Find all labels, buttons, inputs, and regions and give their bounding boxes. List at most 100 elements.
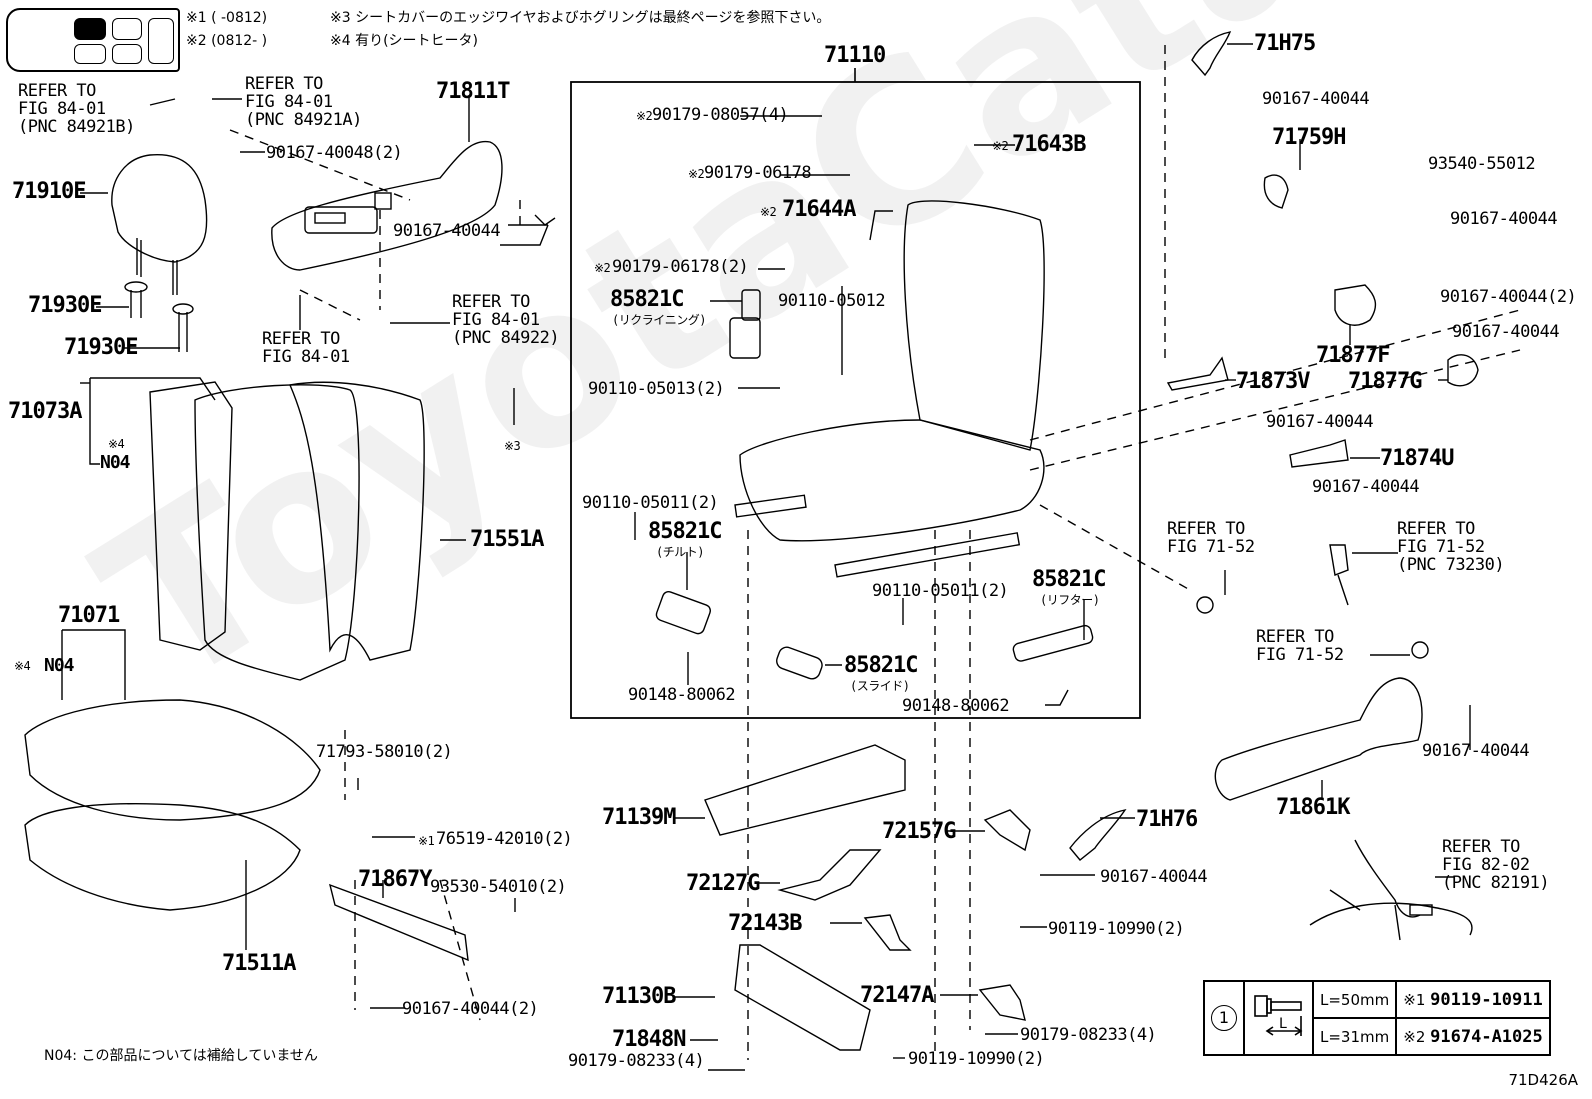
fastener-90167-40048[interactable]: 90167-40048(2) [266,143,403,163]
spec-part-2[interactable]: 91674-A1025 [1430,1026,1543,1047]
callout-number: 1 [1211,1005,1237,1031]
part-71071[interactable]: 71071 [58,603,120,628]
label-recline: (リクライニング) [612,313,706,327]
part-85821C-lifter[interactable]: 85821C [1032,567,1106,592]
marker-note2-08057: ※2 [636,109,653,123]
fastener-90110-05011-b[interactable]: 90110-05011(2) [872,581,1009,601]
fastener-93540-55012[interactable]: 93540-55012 [1428,154,1536,174]
ref-fig-84-01-84921B[interactable]: REFER TO FIG 84-01 (PNC 84921B) [18,81,135,137]
part-71130B[interactable]: 71130B [602,984,676,1009]
part-71877G[interactable]: 71877G [1348,369,1422,394]
ref-fig-71-52-b[interactable]: REFER TO FIG 71-52 [1256,627,1344,665]
seatback-pad-illustration [149,381,425,681]
part-71930E-a[interactable]: 71930E [28,293,102,318]
part-71511A[interactable]: 71511A [222,951,296,976]
seat-belt-buckle [1329,544,1349,606]
fastener-90110-05013[interactable]: 90110-05013(2) [588,379,725,399]
part-71759H[interactable]: 71759H [1272,125,1346,150]
fastener-90179-06178-2[interactable]: 90179-06178(2) [612,257,749,277]
fastener-90167-40044-h76[interactable]: 90167-40044 [1100,867,1208,887]
fastener-90167-40044-2-867[interactable]: 90167-40044(2) [402,999,539,1019]
part-85821C-tilt[interactable]: 85821C [648,519,722,544]
fastener-93530-54010[interactable]: 93530-54010(2) [430,877,567,897]
fastener-90167-40044-shield[interactable]: 90167-40044 [393,221,501,241]
wire-harness-illustration [1309,839,1473,941]
part-71644A[interactable]: 71644A [782,197,856,222]
spec-part-cell-2: ※2 91674-A1025 [1395,1017,1551,1056]
fastener-90110-05011-a[interactable]: 90110-05011(2) [582,493,719,513]
fastener-90167-40044-861[interactable]: 90167-40044 [1422,741,1530,761]
fastener-90167-40044-h75[interactable]: 90167-40044 [1262,89,1370,109]
bracket-72143B [863,914,912,951]
fastener-90179-06178[interactable]: 90179-06178 [704,163,812,183]
armrest-71861K [1214,677,1423,801]
fastener-90179-08233-b[interactable]: 90179-08233(4) [568,1051,705,1071]
spec-length-1: L=50mm [1311,980,1398,1019]
ref-fig-84-01-84921A[interactable]: REFER TO FIG 84-01 (PNC 84921A) [245,74,362,130]
part-71073A[interactable]: 71073A [8,399,82,424]
part-71910E[interactable]: 71910E [12,179,86,204]
fastener-90167-40044-874[interactable]: 90167-40044 [1312,477,1420,497]
part-71H76[interactable]: 71H76 [1136,807,1198,832]
part-71H75[interactable]: 71H75 [1254,31,1316,56]
fastener-90179-08233-a[interactable]: 90179-08233(4) [1020,1025,1157,1045]
bracket-72157G [983,809,1031,852]
fastener-90110-05012[interactable]: 90110-05012 [778,291,886,311]
part-71874U[interactable]: 71874U [1380,446,1454,471]
spec-part-1[interactable]: 90119-10911 [1430,989,1543,1010]
part-72157G[interactable]: 72157G [882,819,956,844]
part-71551A[interactable]: 71551A [470,527,544,552]
figure-code: 71D426A [1508,1071,1578,1089]
headrest-support-illustration [124,281,194,352]
legend-cell-rear [148,18,174,64]
part-71811T[interactable]: 71811T [436,79,510,104]
part-71930E-b[interactable]: 71930E [64,335,138,360]
part-71877F[interactable]: 71877F [1316,343,1390,368]
part-71643B[interactable]: 71643B [1012,132,1086,157]
bracket-72147A [978,984,1026,1021]
bracket-71873V [1166,356,1229,391]
ref-fig-84-01[interactable]: REFER TO FIG 84-01 [262,329,350,367]
hinge-cover-71H76 [1069,808,1127,861]
tilt-motor-illustration [655,590,711,635]
part-71867Y[interactable]: 71867Y [358,867,432,892]
lifter-motor-illustration [1012,624,1094,662]
part-71873V[interactable]: 71873V [1236,369,1310,394]
fastener-90167-40044-877g[interactable]: 90167-40044 [1452,322,1560,342]
legend-cell-front-right [112,18,142,40]
part-71861K[interactable]: 71861K [1276,795,1350,820]
marker-note2-06178-2: ※2 [594,261,611,275]
fastener-90148-80062-b[interactable]: 90148-80062 [902,696,1010,716]
fastener-90119-10990-a[interactable]: 90119-10990(2) [1048,919,1185,939]
ref-fig-82-02-82191[interactable]: REFER TO FIG 82-02 (PNC 82191) [1442,837,1550,893]
part-71848N[interactable]: 71848N [612,1027,686,1052]
part-72143B[interactable]: 72143B [728,911,802,936]
spec-marker-1: ※1 [1403,990,1426,1009]
fastener-90179-08057[interactable]: 90179-08057(4) [652,105,789,125]
spec-row: 1 L L=50mm ※1 90119-10911 [1203,980,1551,1056]
fastener-90167-40044-873[interactable]: 90167-40044 [1266,412,1374,432]
part-N04-b[interactable]: N04 [44,655,74,676]
fastener-71793-58010[interactable]: 71793-58010(2) [316,742,453,762]
ref-fig-84-01-84922[interactable]: REFER TO FIG 84-01 (PNC 84922) [452,292,560,348]
part-85821C-recline[interactable]: 85821C [610,287,684,312]
cover-71877F [1334,284,1377,326]
fastener-90167-40044-759[interactable]: 90167-40044 [1450,209,1558,229]
part-N04-a[interactable]: N04 [100,452,130,473]
ref-fig-71-52-73230[interactable]: REFER TO FIG 71-52 (PNC 73230) [1397,519,1505,575]
part-72147A[interactable]: 72147A [860,983,934,1008]
fastener-90119-10990-b[interactable]: 90119-10990(2) [908,1049,1045,1069]
fastener-76519-42010[interactable]: 76519-42010(2) [436,829,573,849]
part-71139M[interactable]: 71139M [602,805,676,830]
part-72127G[interactable]: 72127G [686,871,760,896]
part-85821C-slide[interactable]: 85821C [844,653,918,678]
side-shield-illustration [271,140,503,271]
ref-fig-71-52-a[interactable]: REFER TO FIG 71-52 [1167,519,1255,557]
bolt-spec-table: 1 L L=50mm ※1 90119-10911 L=31mm ※2 9167… [1203,980,1551,1056]
bolt-icon-cell: L [1243,980,1314,1056]
fastener-90167-40044-2-877[interactable]: 90167-40044(2) [1440,287,1577,307]
hinge-cover-71H75 [1191,31,1232,77]
vehicle-position-legend [6,8,180,72]
part-71110[interactable]: 71110 [824,43,886,68]
fastener-90148-80062-a[interactable]: 90148-80062 [628,685,736,705]
